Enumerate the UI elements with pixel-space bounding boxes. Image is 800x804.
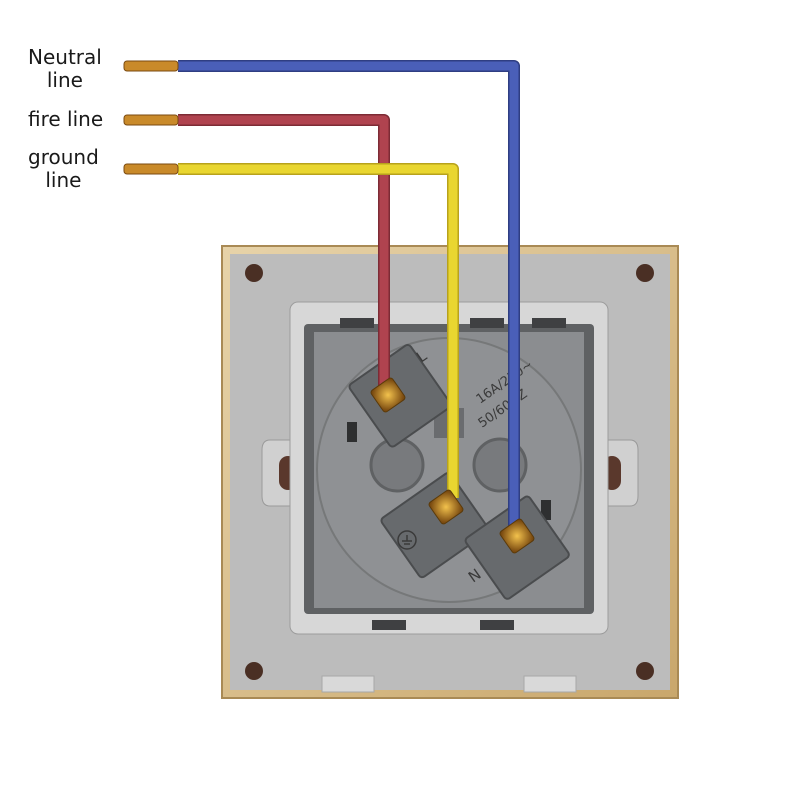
lower-foot: [523, 675, 577, 693]
neutral-wire: [178, 61, 519, 527]
neutral-terminal-screw: [499, 518, 535, 554]
ground-wire: [178, 164, 458, 498]
bottom-clip: [480, 620, 514, 630]
fire-wire: [178, 115, 389, 387]
fire-copper-end: [123, 114, 179, 126]
socket-side-slot: [347, 422, 357, 442]
screw-hole-top-left: [245, 264, 263, 282]
neutral-line-label-word: Neutral: [28, 45, 102, 69]
socket-side-slot: [541, 500, 551, 520]
ground-line-label-word: ground: [28, 145, 99, 169]
bottom-clip: [372, 620, 406, 630]
earth-terminal-screw: [428, 489, 464, 525]
neutral-line-label-suffix: line: [46, 68, 83, 92]
fire-line-label-text: fire line: [28, 107, 104, 131]
lower-foot: [321, 675, 375, 693]
ground-copper-end: [123, 163, 179, 175]
fire-line-label: fire line: [28, 108, 103, 131]
neutral-copper-end: [123, 60, 179, 72]
screw-hole-bottom-right: [636, 662, 654, 680]
screw-hole-top-right: [636, 264, 654, 282]
pin-socket-left: [369, 437, 425, 493]
top-clip: [470, 318, 504, 328]
earth-terminal-block: [380, 472, 490, 579]
ground-line-label-suffix: line: [45, 168, 82, 192]
top-clip: [340, 318, 374, 328]
live-terminal-screw: [370, 377, 406, 413]
top-clip: [532, 318, 566, 328]
earth-ground-icon: [397, 530, 417, 550]
ground-line-label: ground line: [28, 146, 99, 192]
neutral-line-label: Neutral line: [28, 46, 102, 92]
screw-hole-bottom-left: [245, 662, 263, 680]
